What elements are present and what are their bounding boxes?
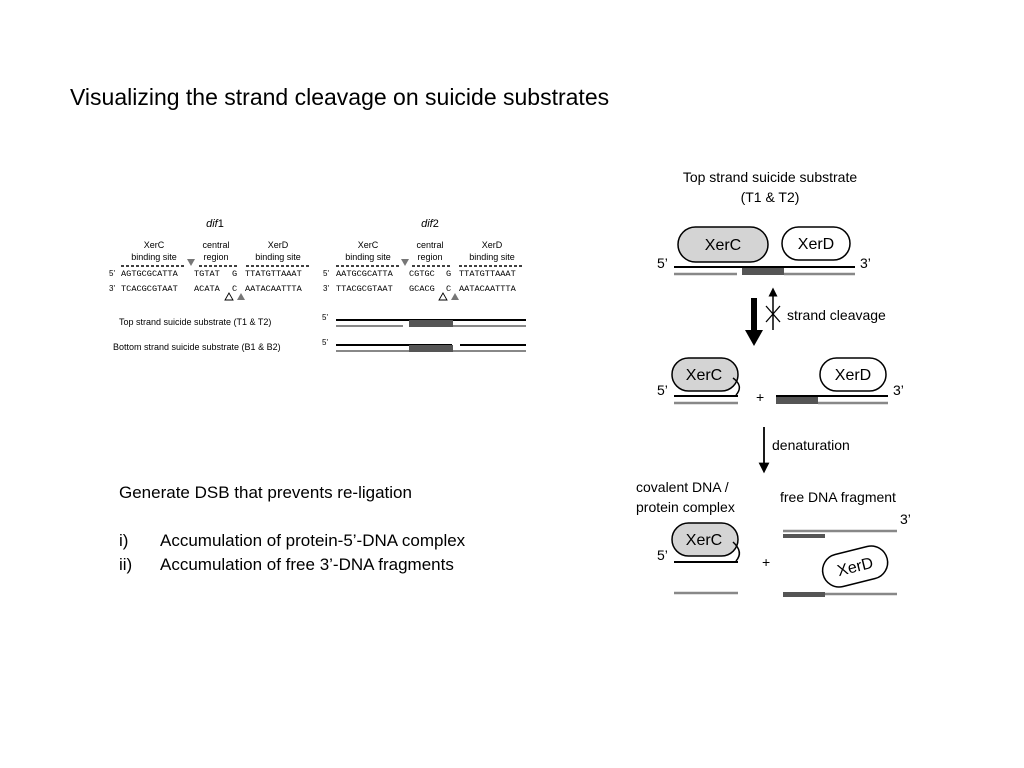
dif2-top-xerd-seq: TTATGTTAAAT xyxy=(459,269,516,279)
slide-title: Visualizing the strand cleavage on suici… xyxy=(70,84,610,110)
strand-cleavage-label: strand cleavage xyxy=(787,307,886,323)
dif2-bot-xerc-seq: TTACGCGTAAT xyxy=(336,284,393,294)
bullet-number: i) xyxy=(119,531,129,550)
dif1-xerd-sublabel: binding site xyxy=(255,252,301,262)
complex-label-line2: protein complex xyxy=(636,499,735,515)
stage3-xerc-protein xyxy=(671,522,739,557)
left-figure: dif1 dif2 XerC binding site central regi… xyxy=(109,218,526,352)
dif2-xerd-label: XerD xyxy=(482,240,503,250)
dif2-top-cleavage-marker xyxy=(401,259,409,266)
dif2-xerd-sublabel: binding site xyxy=(469,252,515,262)
dif1-xerc-sublabel: binding site xyxy=(131,252,177,262)
dif1-xerd-label: XerD xyxy=(268,240,289,250)
stage1-5prime: 5’ xyxy=(657,255,668,271)
dif2-bottom-open-marker xyxy=(438,292,448,301)
dif1-bot-central-base: C xyxy=(232,284,237,294)
right-figure: Top strand suicide substrate (T1 & T2) X… xyxy=(636,169,911,597)
dif1-label: dif1 xyxy=(206,218,224,230)
stage2-xerd-label: XerD xyxy=(835,367,871,384)
stage3-5prime: 5’ xyxy=(657,547,668,563)
dif1-bottom-open-marker xyxy=(224,292,234,301)
dif1-xerc-label: XerC xyxy=(144,240,165,250)
dif1-bot-central-seq: ACATA xyxy=(194,284,221,294)
stage3-free-top-block xyxy=(783,534,825,538)
stage3-free-bottom-block xyxy=(783,592,825,597)
bullet-list: Generate DSB that prevents re-ligation i… xyxy=(119,481,465,577)
stage2-covalent-link xyxy=(732,377,741,396)
bullet-number: ii) xyxy=(119,555,133,574)
top-substrate-central-block xyxy=(409,320,453,327)
stage3-xerd-group: XerD xyxy=(821,545,889,588)
stage2-5prime: 5’ xyxy=(657,382,668,398)
dif2-top-central-seq: CGTGC xyxy=(409,269,435,279)
dif2-bot-central-seq: GCACG xyxy=(409,284,435,294)
stage1-xerd-protein xyxy=(781,226,851,261)
bullet-text: Accumulation of protein-5’-DNA complex xyxy=(160,531,466,550)
stage3-xerd-protein xyxy=(821,545,889,588)
stage2-3prime: 3’ xyxy=(893,382,904,398)
stage3-plus: + xyxy=(762,554,770,570)
bullet-text: Accumulation of free 3’-DNA fragments xyxy=(160,555,454,574)
bullet-item: ii) Accumulation of free 3’-DNA fragment… xyxy=(119,553,465,577)
dif1-bottom-filled-marker xyxy=(237,293,245,300)
stage2-xerc-protein xyxy=(671,357,739,392)
dif2-central-sublabel: region xyxy=(417,252,442,262)
denaturation-label: denaturation xyxy=(772,437,850,453)
bullet-intro: Generate DSB that prevents re-ligation xyxy=(119,483,412,502)
dif1-top-central-seq: TGTAT xyxy=(194,269,220,279)
stage2-plus: + xyxy=(756,389,764,405)
free-fragment-label: free DNA fragment xyxy=(780,489,896,505)
dif2-top-central-base: G xyxy=(446,269,451,279)
stage3-3prime: 3’ xyxy=(900,511,911,527)
stage1-xerd-label: XerD xyxy=(798,236,834,253)
top-substrate-label: Top strand suicide substrate (T1 & T2) xyxy=(119,317,271,327)
dif1-5prime: 5' xyxy=(109,269,115,278)
stage1-xerc-protein xyxy=(677,226,769,263)
right-title-line2: (T1 & T2) xyxy=(741,189,800,205)
dif2-xerc-label: XerC xyxy=(358,240,379,250)
right-title-line1: Top strand suicide substrate xyxy=(683,169,858,185)
dif1-central-sublabel: region xyxy=(203,252,228,262)
dif1-3prime: 3' xyxy=(109,284,115,293)
complex-label-line1: covalent DNA / xyxy=(636,479,729,495)
stage1-xerc-label: XerC xyxy=(705,237,741,254)
stage3-covalent-link xyxy=(732,541,741,562)
dif2-label: dif2 xyxy=(421,218,439,230)
reverse-blocked-cross-b xyxy=(765,305,781,323)
dif1-bot-xerd-seq: AATACAATTTA xyxy=(245,284,303,294)
strand-cleavage-forward-arrow xyxy=(745,298,763,346)
dif1-bot-xerc-seq: TCACGCGTAAT xyxy=(121,284,178,294)
dif2-top-xerc-seq: AATGCGCATTA xyxy=(336,269,394,279)
top-substrate-5prime: 5' xyxy=(322,313,328,322)
dif1-top-cleavage-marker xyxy=(187,259,195,266)
stage1-3prime: 3’ xyxy=(860,255,871,271)
dif2-central-label: central xyxy=(416,240,443,250)
dif2-bot-central-base: C xyxy=(446,284,451,294)
dif2-5prime: 5' xyxy=(323,269,329,278)
stage2-xerd-protein xyxy=(819,357,887,392)
dif1-top-xerd-seq: TTATGTTAAAT xyxy=(245,269,302,279)
stage2-xerc-label: XerC xyxy=(686,367,722,384)
dif1-central-label: central xyxy=(202,240,229,250)
dif2-3prime: 3' xyxy=(323,284,329,293)
stage1-central-block xyxy=(742,268,784,275)
stage2-central-block xyxy=(776,397,818,404)
dif2-bot-xerd-seq: AATACAATTTA xyxy=(459,284,517,294)
dif2-bottom-filled-marker xyxy=(451,293,459,300)
dif1-top-central-base: G xyxy=(232,269,237,279)
dif2-xerc-sublabel: binding site xyxy=(345,252,391,262)
dif1-top-xerc-seq: AGTGCGCATTA xyxy=(121,269,179,279)
bullet-item: i) Accumulation of protein-5’-DNA comple… xyxy=(119,529,465,553)
bottom-substrate-central-block xyxy=(409,345,453,352)
bottom-substrate-label: Bottom strand suicide substrate (B1 & B2… xyxy=(113,342,281,352)
bottom-substrate-5prime: 5' xyxy=(322,338,328,347)
stage3-xerc-label: XerC xyxy=(686,532,722,549)
